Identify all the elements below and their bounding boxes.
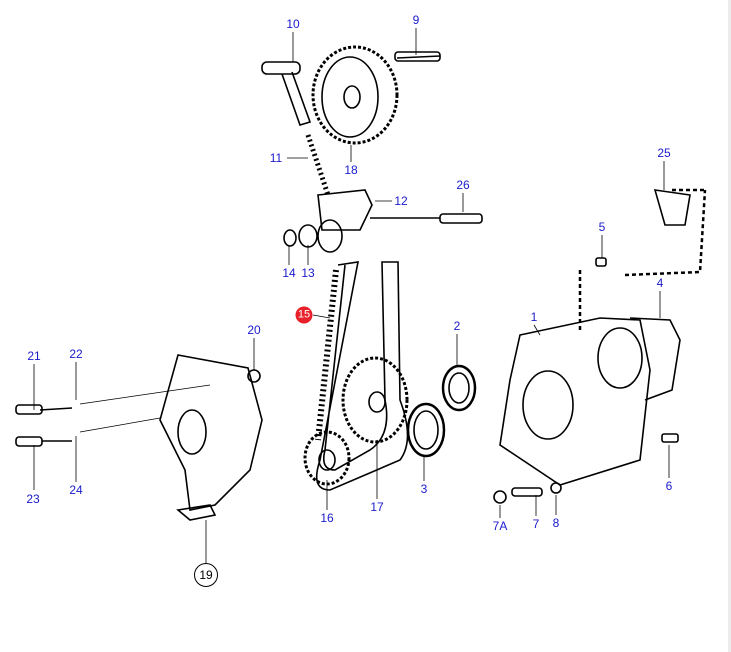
callout-16[interactable]: 16	[320, 511, 334, 525]
callout-26[interactable]: 26	[456, 178, 470, 192]
camshaft-pulley	[311, 45, 441, 145]
callout-25[interactable]: 25	[657, 146, 671, 160]
callout-15-highlighted[interactable]: 15	[295, 306, 313, 324]
callout-18[interactable]: 18	[344, 163, 358, 177]
callout-5[interactable]: 5	[598, 220, 606, 234]
callout-7a[interactable]: 7A	[492, 519, 508, 533]
callout-3[interactable]: 3	[420, 482, 428, 496]
callout-22[interactable]: 22	[69, 347, 83, 361]
callout-6[interactable]: 6	[665, 479, 673, 493]
front-cover	[15, 354, 263, 511]
callout-23[interactable]: 23	[26, 492, 40, 506]
callout-14[interactable]: 14	[282, 266, 296, 280]
callout-11[interactable]: 11	[269, 151, 283, 165]
timing-belt	[303, 261, 409, 491]
callout-7[interactable]: 7	[532, 517, 540, 531]
scrollbar[interactable]	[728, 0, 731, 652]
callout-24[interactable]: 24	[69, 483, 83, 497]
callout-13[interactable]: 13	[301, 266, 315, 280]
callout-19-circled[interactable]: 19	[194, 563, 218, 587]
bracket	[176, 504, 217, 521]
callout-21[interactable]: 21	[27, 349, 41, 363]
seals	[406, 364, 477, 458]
tensioner-arm	[261, 61, 483, 253]
callout-17[interactable]: 17	[370, 500, 384, 514]
callout-2[interactable]: 2	[453, 319, 461, 333]
callout-1[interactable]: 1	[530, 310, 538, 324]
callout-20[interactable]: 20	[247, 323, 261, 337]
callout-4[interactable]: 4	[656, 276, 664, 290]
callout-9[interactable]: 9	[412, 13, 420, 27]
callout-8[interactable]: 8	[552, 516, 560, 530]
callout-12[interactable]: 12	[394, 194, 408, 208]
rear-cover	[493, 188, 707, 504]
callout-10[interactable]: 10	[286, 17, 300, 31]
leader-lines	[33, 28, 670, 563]
